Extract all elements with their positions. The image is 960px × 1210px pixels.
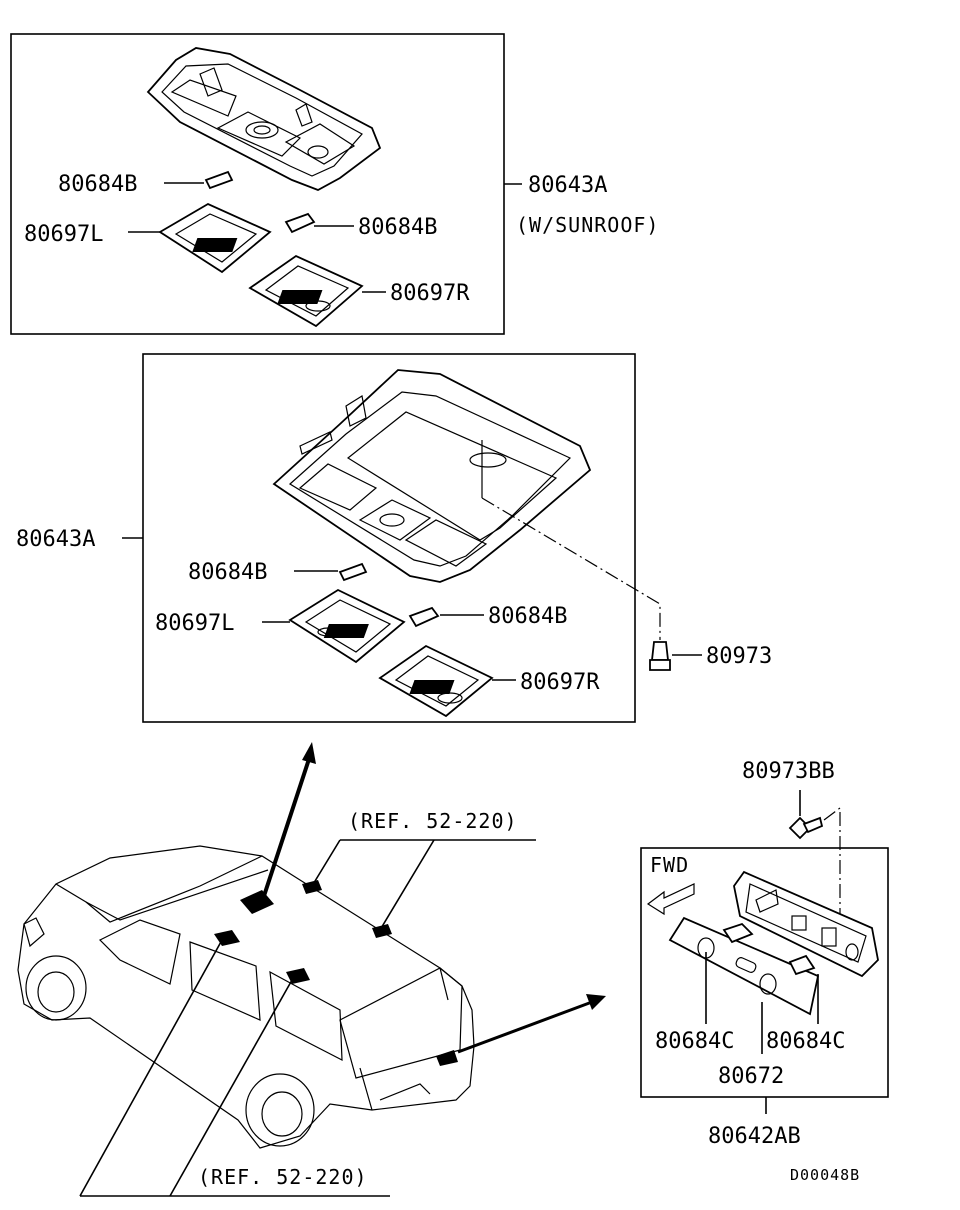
drawing-code: D00048B: [790, 1166, 860, 1184]
ref-52-220-bottom: (REF. 52-220): [198, 1165, 368, 1189]
bulb-80684c-left-drawing: [722, 922, 754, 944]
callout-80973bb: 80973BB: [742, 759, 835, 784]
callout-80643a-middle: 80643A: [16, 527, 95, 552]
rear-box-frame: [640, 847, 889, 1098]
roof-console-housing-drawing: [272, 369, 592, 583]
callout-80697r-middle: 80697R: [520, 670, 600, 695]
bulb-80684b-left-drawing: [204, 170, 234, 190]
sunroof-housing-drawing: [146, 47, 382, 191]
lens-80697l-top-drawing: [158, 202, 272, 274]
ref-leaders: [79, 839, 536, 1197]
vehicle-drawing: [17, 845, 475, 1149]
callout-80684b-middle-right: 80684B: [488, 604, 567, 629]
callout-80697r-top: 80697R: [390, 281, 470, 306]
screw-80973-drawing: [481, 497, 671, 671]
fwd-arrow-icon: [646, 883, 695, 916]
middle-box: 80643A 80684B 80697L 80684B 80697R: [16, 353, 636, 723]
callout-80684b-middle-left: 80684B: [188, 560, 267, 585]
bulb-80684b-middle-right-drawing: [408, 606, 440, 628]
callout-80684c-right: 80684C: [766, 1029, 845, 1054]
callout-80642ab: 80642AB: [708, 1124, 801, 1149]
location-arrows: [260, 742, 606, 1054]
lens-80697r-top-drawing: [248, 254, 364, 328]
bulb-80684b-right-drawing: [284, 212, 316, 234]
sunroof-note: (W/SUNROOF): [516, 213, 659, 237]
top-box: 80684B 80697L 80684B 80697R 80643A (W/SU…: [10, 33, 659, 335]
callout-80672: 80672: [718, 1064, 784, 1089]
lens-80697r-middle-drawing: [378, 644, 494, 718]
callout-80684b-top-left: 80684B: [58, 172, 137, 197]
callout-80697l-top: 80697L: [24, 222, 103, 247]
callout-80643a-top: 80643A: [528, 173, 607, 198]
rear-lamp-housing-drawing: [733, 870, 879, 978]
bulb-80684c-right-drawing: [788, 954, 816, 976]
callout-80684c-left: 80684C: [655, 1029, 734, 1054]
fwd-label: FWD: [650, 853, 689, 877]
lamp-location-front: [240, 890, 274, 914]
bulb-80684b-middle-left-drawing: [338, 562, 368, 582]
lens-80697l-middle-drawing: [288, 588, 406, 664]
callout-80697l-middle: 80697L: [155, 611, 234, 636]
screw-80973bb-drawing: [788, 790, 824, 840]
lamp-location-rear: [436, 1050, 458, 1066]
callout-80973: 80973: [706, 644, 772, 669]
callout-80684b-top-right: 80684B: [358, 215, 437, 240]
ref-52-220-top: (REF. 52-220): [348, 809, 518, 833]
rear-box: 80973BB FWD 80684C 8: [640, 759, 889, 1149]
